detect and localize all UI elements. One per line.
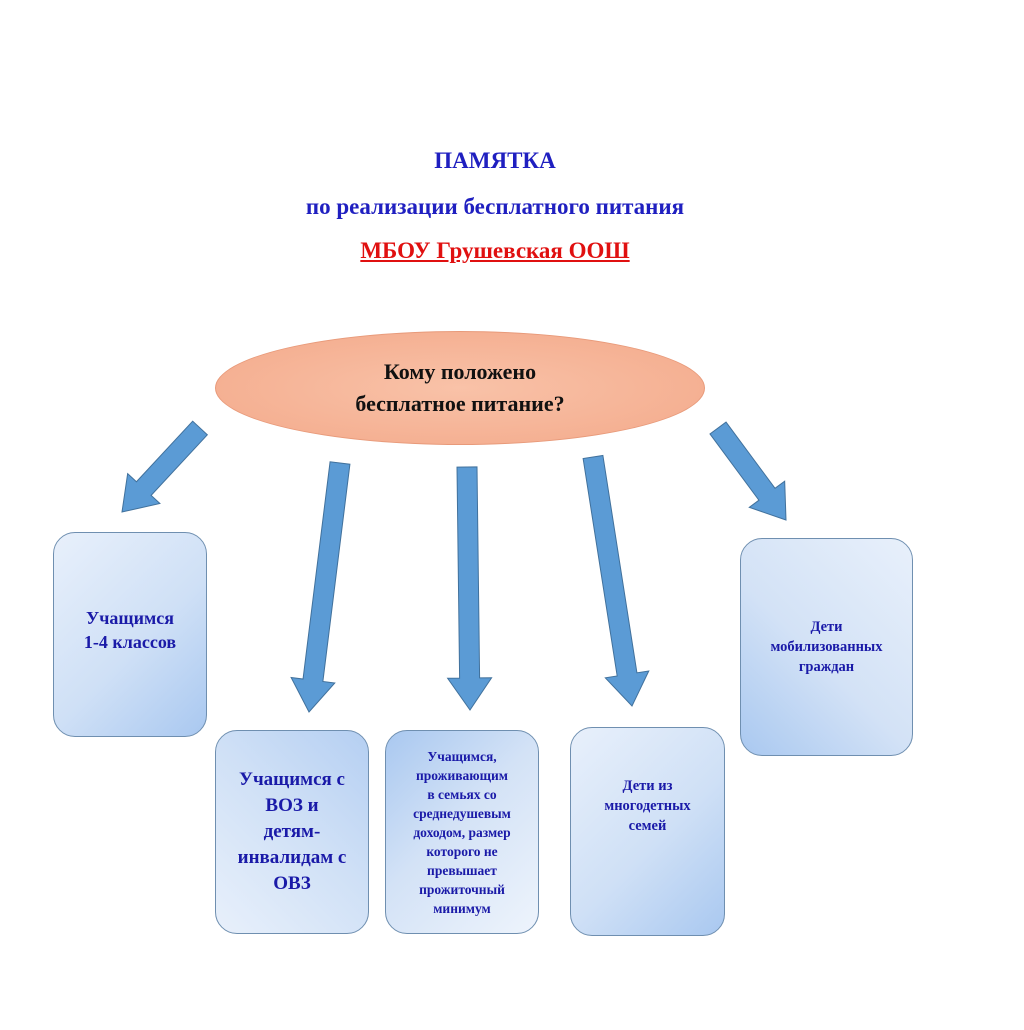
category-box-disabled: Учащимся с ВОЗ и детям- инвалидам с ОВЗ [215,730,369,934]
memo-title: ПАМЯТКА [434,148,556,173]
category-box-large-families: Дети из многодетных семей [570,727,725,936]
question-text: Кому положено бесплатное питание? [355,359,565,416]
category-text: Учащимся 1-4 классов [83,607,177,652]
category-box-grades-1-4: Учащимся 1-4 классов [53,532,207,737]
category-box-low-income: Учащимся, проживающим в семьях со средне… [385,730,539,934]
category-text: Дети из многодетных семей [604,778,691,834]
arrow-down-icon [290,461,351,713]
arrow-down-icon [709,421,787,521]
category-box-mobilized: Дети мобилизованных граждан [740,538,913,756]
arrow-down-icon [582,454,650,707]
memo-subtitle: по реализации бесплатного питания [305,194,685,219]
question-ellipse: Кому положено бесплатное питание? [215,331,705,445]
category-text: Учащимся, проживающим в семьях со средне… [413,748,511,916]
arrow-down-icon [446,466,493,711]
school-name: МБОУ Грушевская ООШ [360,238,630,263]
category-text: Дети мобилизованных граждан [770,619,883,675]
arrow-down-icon [121,420,209,513]
category-text: Учащимся с ВОЗ и детям- инвалидам с ОВЗ [237,769,347,894]
